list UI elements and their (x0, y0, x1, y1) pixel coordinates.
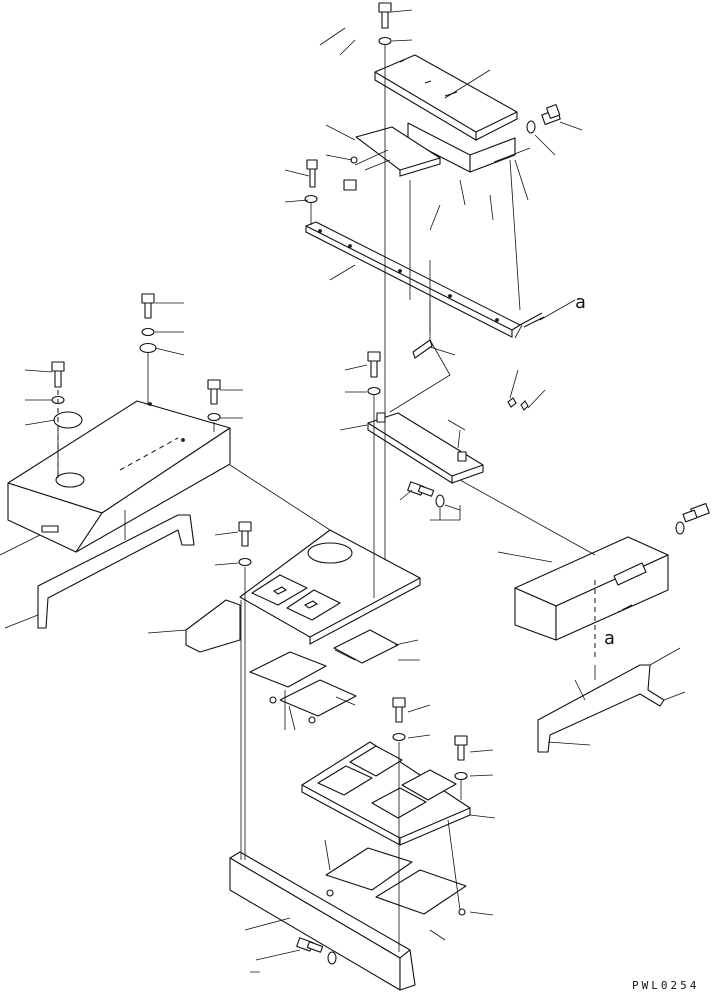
lower-front-cover[interactable] (229, 851, 416, 991)
right-handrail[interactable] (537, 664, 665, 753)
leader-lines (0, 9, 686, 973)
center-plate-a[interactable] (249, 629, 399, 717)
side-washer-right[interactable] (526, 120, 536, 134)
center-screw[interactable] (269, 696, 277, 704)
top-bolt[interactable] (378, 2, 392, 29)
mid-angle-bracket[interactable] (367, 412, 484, 484)
drawing-code: PWL0254 (632, 979, 699, 991)
mid-side-bolt[interactable] (407, 481, 435, 497)
right-bolt[interactable] (682, 503, 710, 523)
lower-side-washer[interactable] (327, 951, 337, 965)
detail-mark-a-top: a (575, 292, 586, 313)
center-bolt[interactable] (238, 521, 252, 547)
lower-washer-b[interactable] (454, 771, 468, 781)
mid-washer[interactable] (367, 386, 381, 396)
side-washer-left[interactable] (304, 194, 318, 204)
long-bracket-bar[interactable] (305, 221, 521, 338)
assembly-lines (57, 45, 596, 952)
center-washer[interactable] (238, 557, 252, 567)
left-top-washer[interactable] (141, 327, 155, 337)
lower-screw[interactable] (326, 889, 334, 897)
lower-washer-a[interactable] (392, 732, 406, 742)
left-box-cover[interactable] (7, 390, 231, 553)
left-washer-b[interactable] (207, 412, 221, 422)
lower-screw-2[interactable] (458, 908, 466, 916)
detail-mark-a-right: a (604, 628, 615, 649)
top-vertical-stiffener[interactable] (407, 122, 516, 173)
left-top-bolt[interactable] (141, 293, 155, 319)
mid-side-washer[interactable] (435, 494, 445, 508)
right-washer[interactable] (675, 521, 685, 535)
side-bolt-right[interactable] (541, 104, 561, 125)
right-box-cover[interactable] (514, 536, 669, 660)
clip-bracket[interactable] (412, 339, 433, 359)
mid-bolt[interactable] (367, 351, 381, 378)
top-washer[interactable] (378, 36, 392, 46)
left-top-seal[interactable] (139, 342, 157, 354)
lower-bolt-b[interactable] (454, 735, 468, 761)
spacer-block[interactable] (343, 179, 357, 191)
lower-plate-a[interactable] (325, 847, 467, 915)
left-bolt-b[interactable] (207, 379, 221, 405)
side-bolt-left[interactable] (306, 159, 318, 188)
lower-bolt-a[interactable] (392, 697, 406, 723)
screw-a[interactable] (519, 312, 545, 328)
lower-side-bolt[interactable] (296, 937, 324, 953)
clip-pair[interactable] (507, 397, 529, 411)
left-handrail[interactable] (37, 514, 195, 629)
left-bolt-a[interactable] (51, 361, 65, 388)
center-floor-plate[interactable] (185, 529, 421, 653)
center-screw-2[interactable] (308, 716, 316, 724)
lower-floor-plate[interactable] (301, 741, 471, 846)
